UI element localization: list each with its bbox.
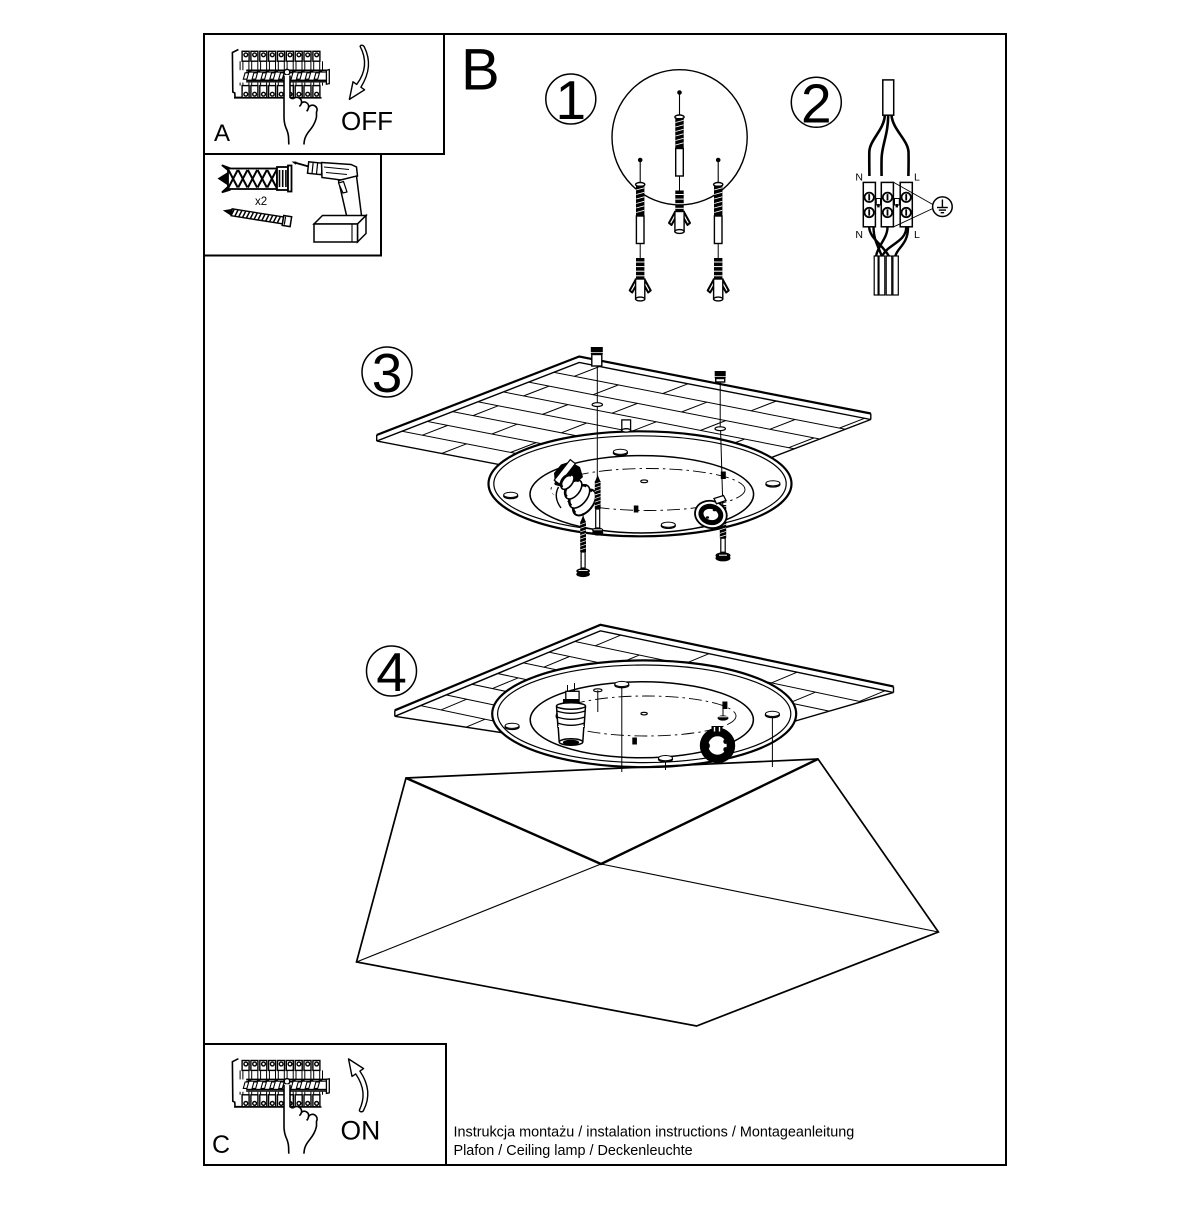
svg-text:ON: ON [341, 1115, 381, 1145]
svg-text:N: N [855, 172, 863, 184]
svg-text:B: B [461, 38, 500, 103]
svg-text:Plafon / Ceiling lamp / Decken: Plafon / Ceiling lamp / Deckenleuchte [454, 1143, 693, 1159]
svg-text:C: C [212, 1131, 230, 1159]
svg-text:Instrukcja montażu / instalati: Instrukcja montażu / instalation instruc… [454, 1125, 855, 1141]
svg-text:OFF: OFF [341, 106, 393, 136]
svg-text:L: L [914, 172, 920, 184]
svg-text:2: 2 [801, 72, 832, 134]
svg-text:A: A [214, 120, 230, 147]
svg-text:N: N [855, 229, 863, 241]
svg-text:x2: x2 [255, 196, 267, 208]
svg-text:1: 1 [556, 69, 587, 131]
svg-text:4: 4 [376, 641, 407, 703]
svg-text:L: L [914, 229, 920, 241]
svg-text:3: 3 [372, 342, 403, 404]
